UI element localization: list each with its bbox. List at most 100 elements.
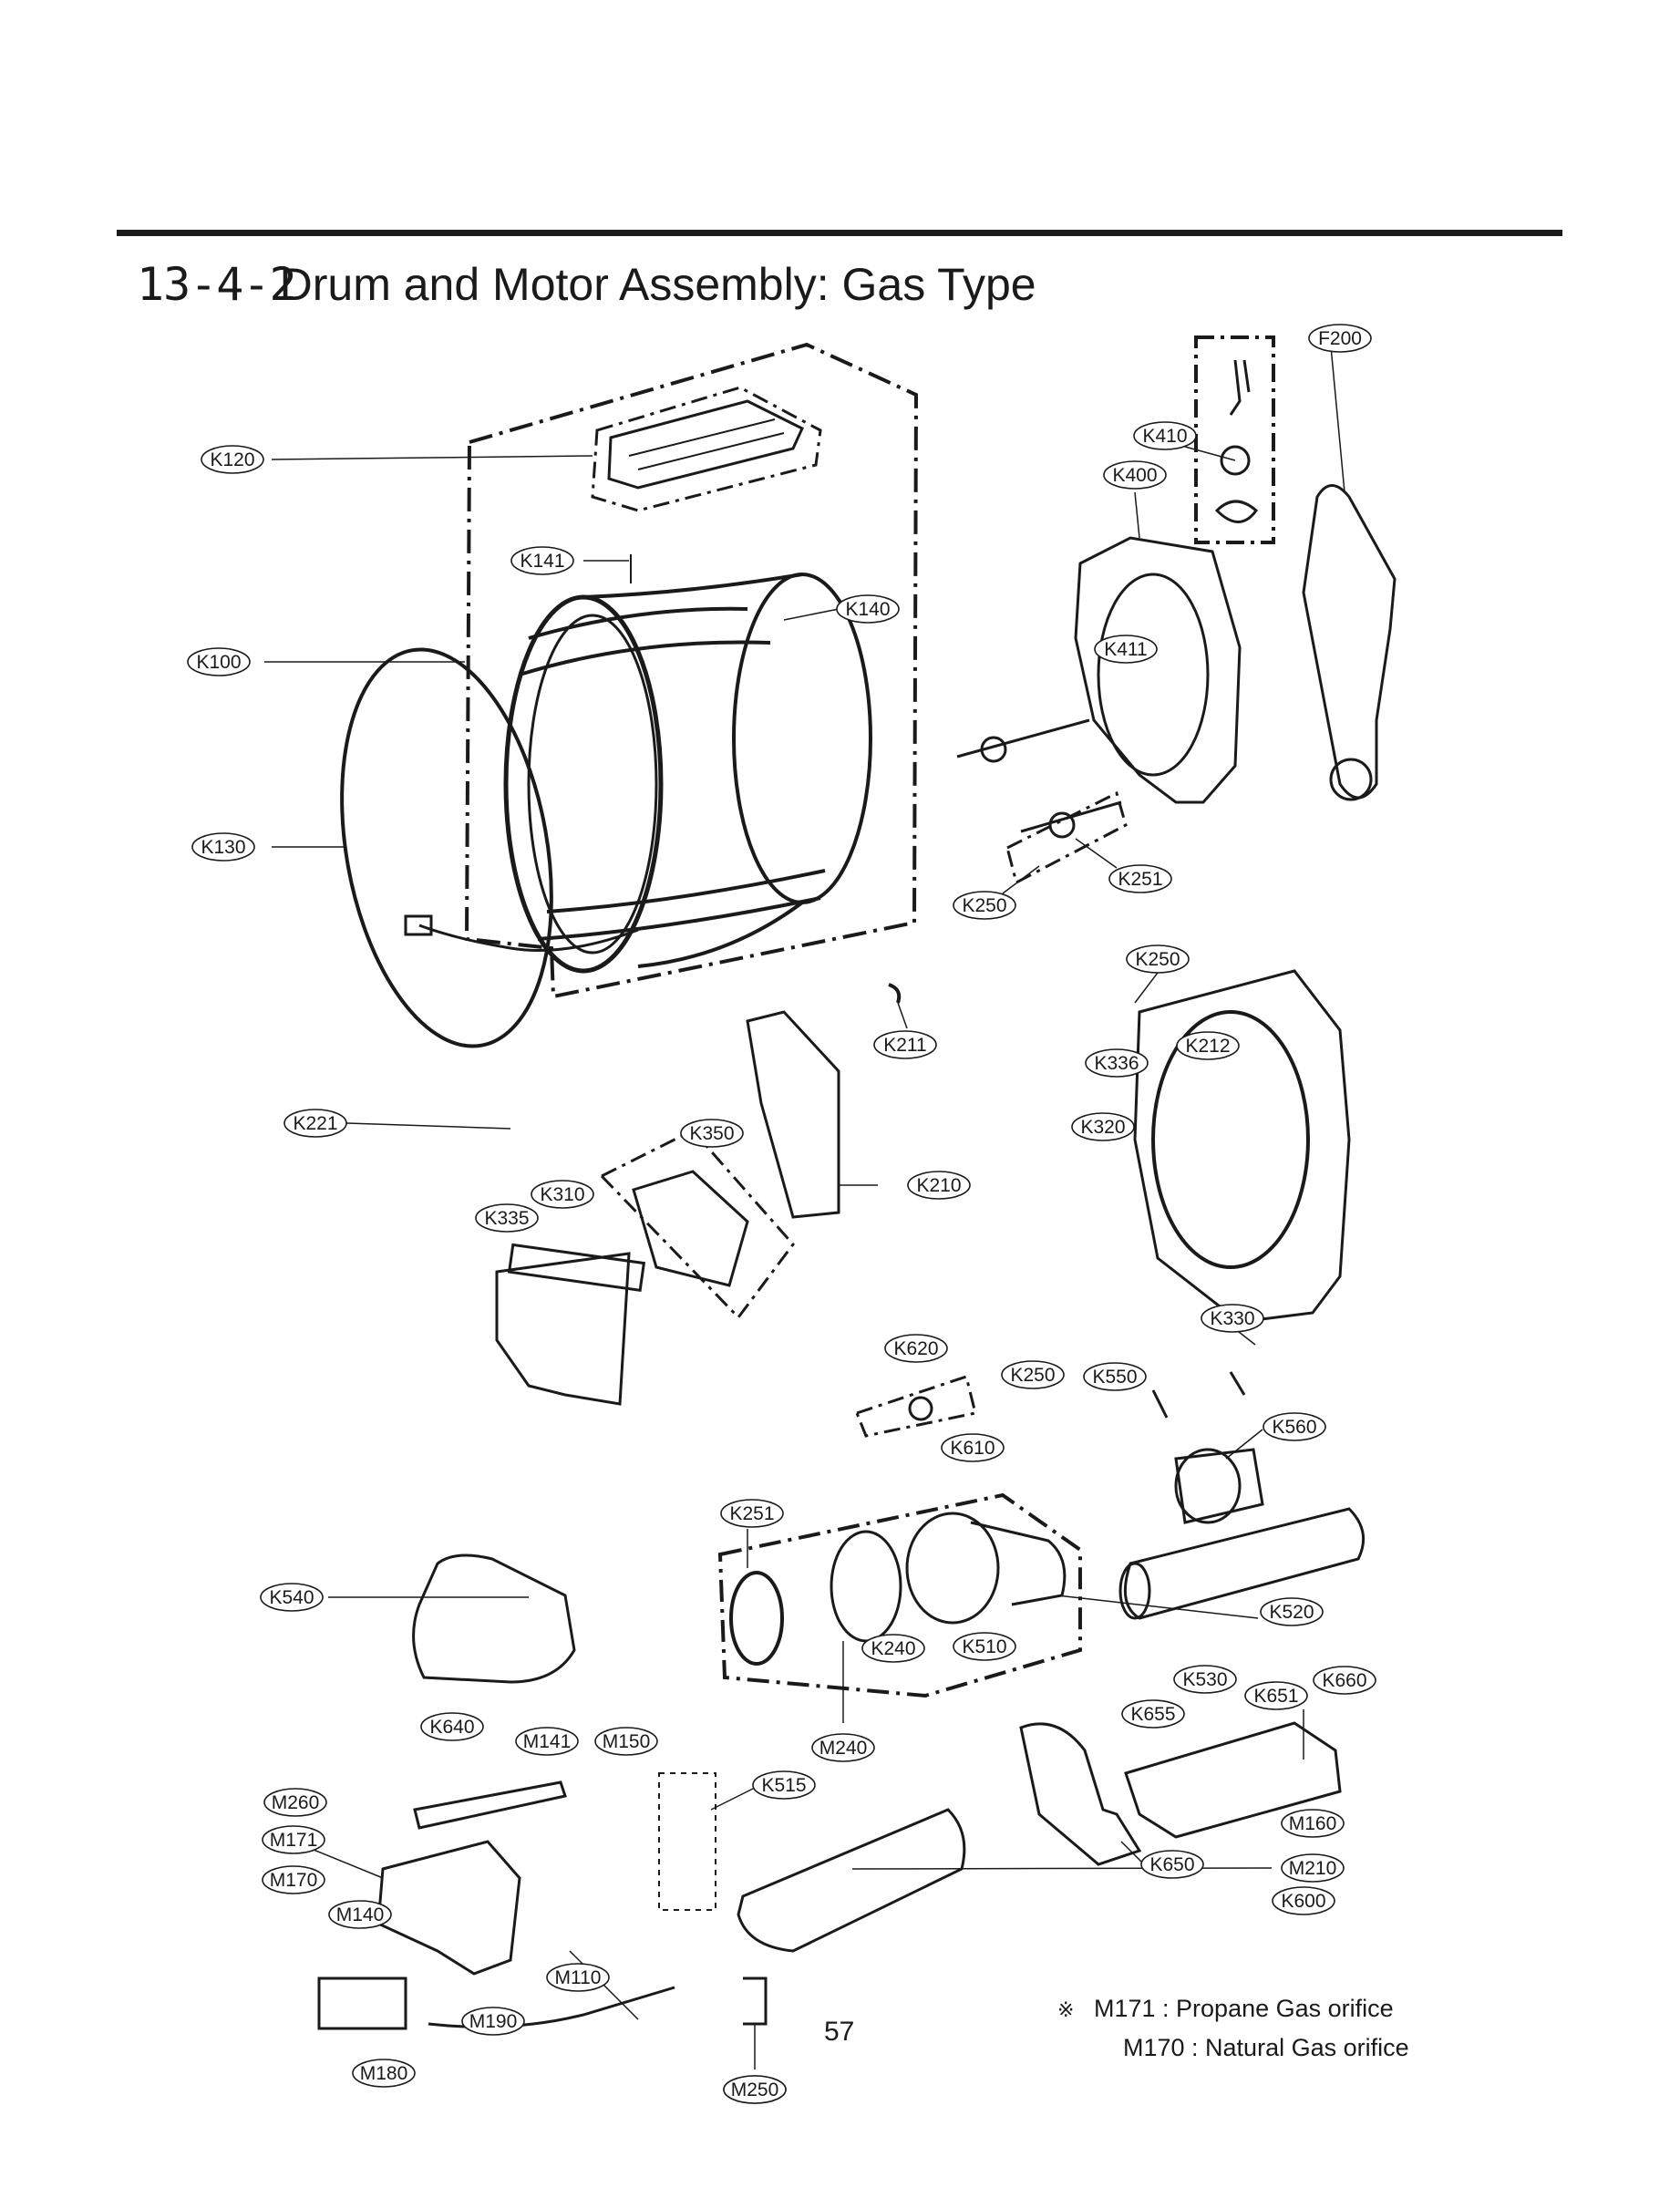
callout-bubble [1272,1886,1335,1915]
callout-k411: K411 [1094,635,1158,664]
callout-bubble [1260,1597,1324,1626]
callout-bubble [873,1030,937,1059]
callout-bubble [1313,1666,1376,1695]
gas-bracket [1019,1722,1142,1866]
callout-text: M190 [469,2011,518,2032]
callout-bubble [1085,1048,1149,1078]
callout-text: K550 [1092,1367,1137,1388]
callout-bubble [201,445,264,474]
baffle-group-outline [591,386,822,512]
note-mark: ※ [1057,1999,1075,2022]
callout-text: K600 [1281,1891,1325,1912]
section-number: 13-4-2 [137,258,297,311]
drum-rear-rim [732,573,872,904]
callout-bubble [941,1433,1005,1462]
callout-bubble [836,594,900,624]
callout-text: K221 [293,1113,337,1134]
roller-shaft-upper [956,718,1090,759]
callout-bubble [1244,1681,1308,1710]
callout-text: K240 [871,1638,915,1659]
leader-k530 [1056,1595,1259,1619]
callout-bubble [1281,1809,1345,1838]
header-rule [117,230,1562,236]
callout-k651: K651 [1244,1681,1308,1710]
callout-m160: M160 [1281,1809,1345,1838]
rear-bearing-group-outline [1194,335,1275,544]
harness-connector [404,914,433,936]
callout-k400: K400 [1103,460,1167,490]
callout-text: M171 [270,1830,318,1851]
callout-bubble [1201,1304,1264,1333]
front-bulkhead [1133,969,1351,1324]
callout-text: M210 [1289,1858,1337,1879]
callout-bubble [1126,944,1190,974]
callout-bubble [1308,324,1372,353]
callout-k140: K140 [836,594,900,624]
leader-k410 [1184,446,1236,461]
callout-k350: K350 [680,1119,744,1148]
callout-k600: K600 [1272,1886,1335,1915]
callout-bubble [283,1109,347,1138]
callout-f200: F200 [1308,324,1372,353]
callout-k660: K660 [1313,1666,1376,1695]
callout-bubble [262,1825,325,1854]
exhaust-duct [1302,484,1397,800]
note-line-1: ※M171 : Propane Gas orifice [1057,1990,1409,2029]
leader-k251 [1075,838,1118,869]
callout-bubble [420,1712,484,1741]
rear-bulkhead [1074,536,1242,804]
callout-k250: K250 [953,891,1016,920]
drum-edges [582,573,804,968]
motor-body [1174,1448,1264,1524]
exhaust-tube [1123,1507,1366,1620]
callout-bubble [461,2007,525,2036]
callout-text: M260 [272,1792,320,1813]
roller-lower [1048,811,1076,839]
drum-body-lines [519,606,826,941]
callout-bubble [861,1634,925,1663]
callout-k250: K250 [1001,1360,1065,1389]
gas-valve [317,1976,407,2030]
lint-duct-group-outline [599,1129,795,1320]
leader-m210 [851,1867,1273,1870]
callout-bubble [515,1727,579,1756]
sensor-harness [418,924,639,952]
page-number: 57 [824,2017,855,2047]
callout-bubble [1094,635,1158,664]
callout-m171: M171 [262,1825,325,1854]
callout-text: K130 [201,837,245,858]
callout-text: M180 [360,2063,408,2084]
callout-text: K251 [1118,869,1162,890]
flame-sensor-bracket [743,1976,768,2026]
page-title: 13-4-2Drum and Motor Assembly: Gas Type [137,257,1036,312]
duct-port [1329,758,1373,801]
callout-bubble [263,1788,327,1817]
callout-text: K640 [429,1717,474,1738]
callout-k520: K520 [1260,1597,1324,1626]
callout-m150: M150 [594,1727,658,1756]
callout-k212: K212 [1176,1031,1240,1060]
burner-manifold [413,1780,567,1830]
blower-gasket [729,1571,784,1666]
motor [1174,1448,1242,1524]
callout-text: K330 [1210,1308,1254,1329]
callout-k210: K210 [907,1171,971,1200]
callout-text: K250 [962,895,1006,916]
callout-text: K520 [1269,1602,1314,1623]
callout-text: K336 [1094,1053,1139,1074]
callout-bubble [1140,1850,1204,1879]
callout-text: K660 [1322,1670,1366,1691]
callout-k610: K610 [941,1433,1005,1462]
burner-tube [737,1808,966,1953]
callout-bubble [884,1334,948,1363]
leader-k400 [1134,491,1140,539]
exhaust-tube-end [1118,1562,1151,1620]
callout-bubble [531,1180,594,1209]
callout-text: K335 [484,1208,529,1229]
baffle-part [607,399,804,490]
leader-k211 [1134,968,1161,1004]
baffle-ribs [628,418,785,470]
callout-text: K250 [1135,949,1180,970]
callout-labels: F200K410K400K411K120K141K140K100K130K250… [187,324,1376,2104]
